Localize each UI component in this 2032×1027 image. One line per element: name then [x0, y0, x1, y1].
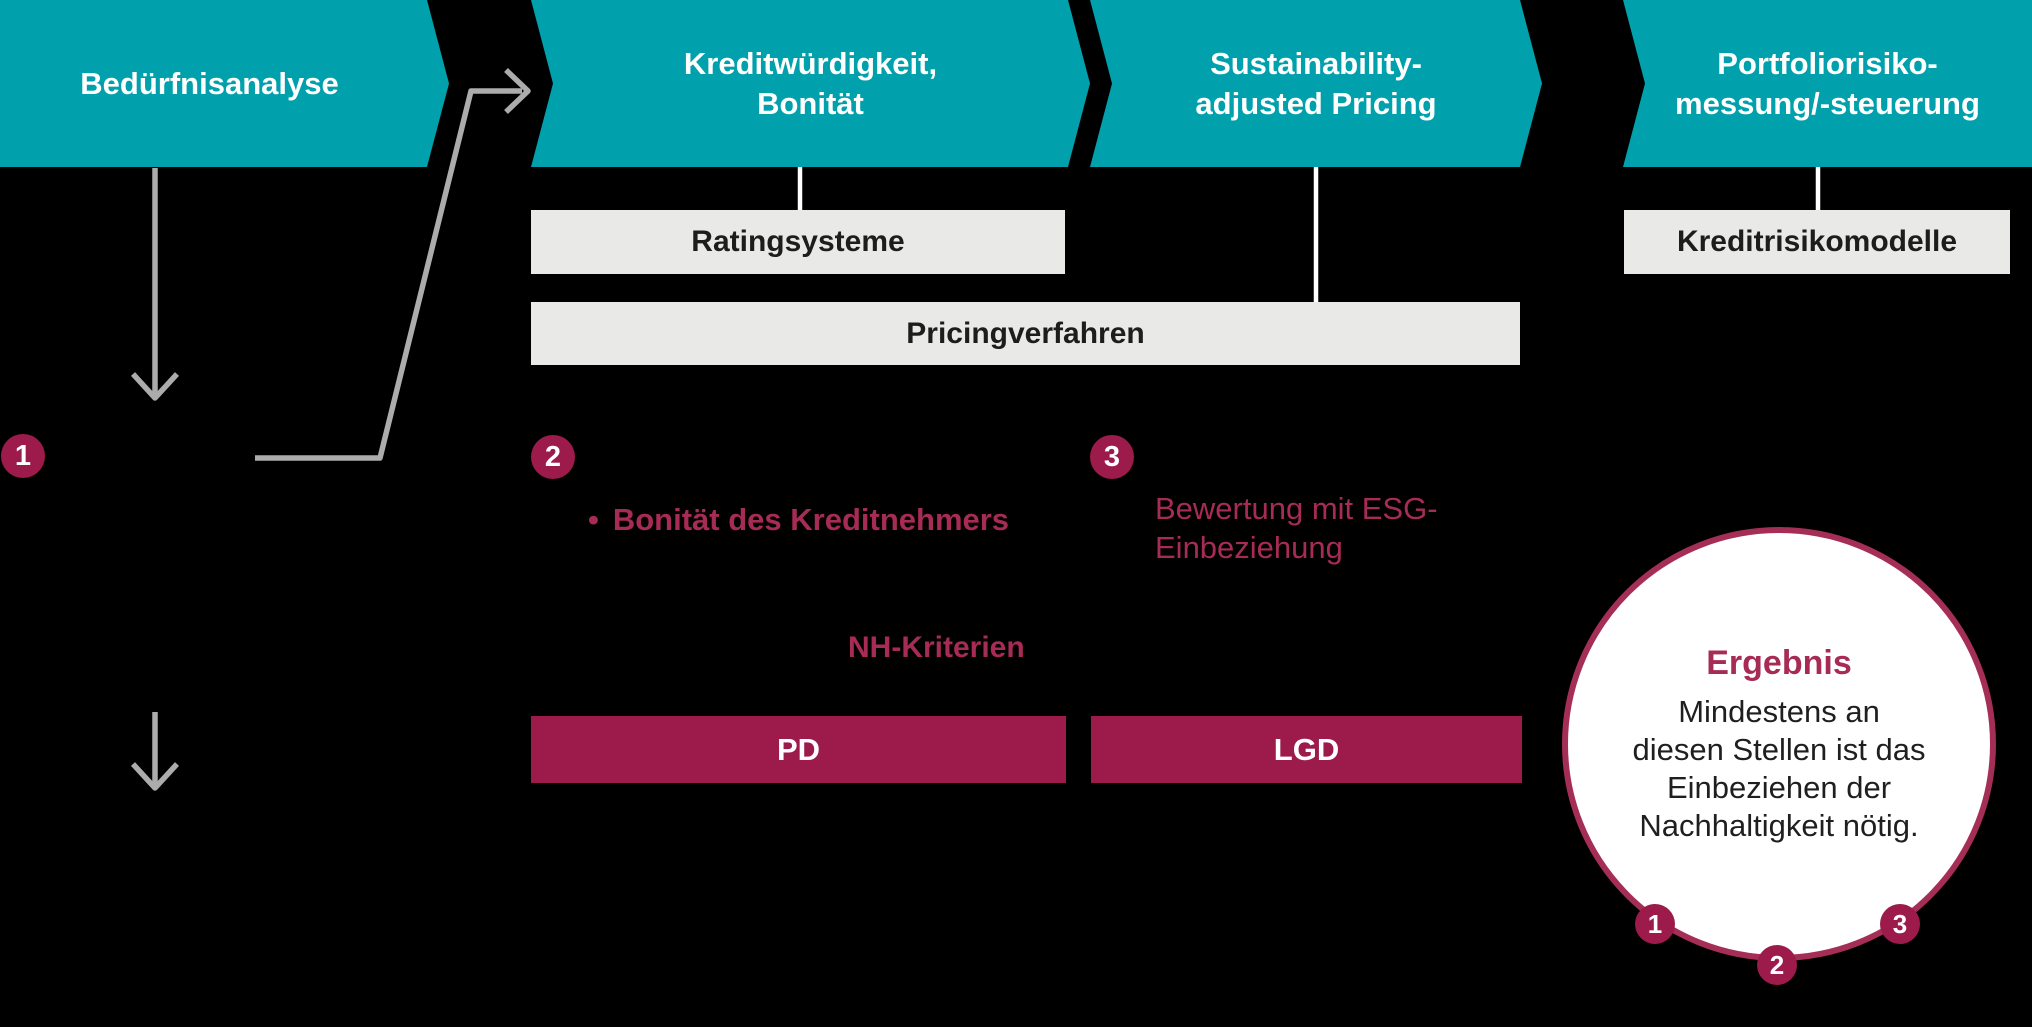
marker-number: 2	[544, 440, 562, 473]
box-label: Pricingverfahren	[906, 316, 1145, 350]
chevron-label: messung/-steuerung	[1675, 85, 1980, 121]
chevron-kreditwuerdigkeit: Kreditwürdigkeit, Bonität	[531, 0, 1090, 167]
chevron-beduerfnisanalyse: Bedürfnisanalyse	[0, 0, 449, 167]
marker-1-circle: 1	[1, 434, 45, 478]
badge-number: 2	[1769, 949, 1785, 980]
marker-2-circle: 2	[531, 435, 575, 479]
box-kreditrisikomodelle: Kreditrisikomodelle	[1624, 210, 2010, 274]
marker-number: 1	[14, 439, 32, 472]
ergebnis-badge-2: 2	[1757, 945, 1797, 985]
chevron-label: Bonität	[757, 85, 864, 121]
note-text-line: Einbeziehung	[1155, 530, 1343, 565]
ergebnis-text-line: Mindestens an	[1678, 693, 1880, 729]
badge-number: 3	[1892, 908, 1908, 939]
elbow-arrow-shaft	[255, 88, 522, 461]
chevron-label: Bedürfnisanalyse	[80, 65, 339, 101]
down-arrow-top-head	[130, 372, 180, 401]
note-text: NH-Kriterien	[848, 631, 1025, 664]
ergebnis-badge-1: 1	[1635, 904, 1675, 944]
bullet-icon: •	[588, 502, 599, 537]
badge-number: 1	[1647, 908, 1663, 939]
ergebnis-text-line: diesen Stellen ist das	[1632, 731, 1926, 767]
ergebnis-title: Ergebnis	[1706, 643, 1852, 682]
ergebnis-badge-3: 3	[1880, 904, 1920, 944]
box-label: Ratingsysteme	[691, 225, 905, 258]
chevron-label: Sustainability-	[1210, 45, 1422, 81]
down-arrow-bottom-head	[130, 762, 180, 791]
ergebnis-circle: Ergebnis Mindestens an diesen Stellen is…	[1562, 527, 1996, 961]
box-label: PD	[776, 731, 821, 767]
ergebnis-text-line: Nachhaltigkeit nötig.	[1639, 807, 1919, 843]
box-ratingsysteme: Ratingsysteme	[531, 210, 1065, 274]
box-label: LGD	[1273, 731, 1340, 767]
box-lgd: LGD	[1091, 716, 1522, 783]
note-esg-bewertung: Bewertung mit ESG- Einbeziehung	[1155, 489, 1438, 567]
box-pricingverfahren: Pricingverfahren	[531, 302, 1520, 365]
ergebnis-text-line: Einbeziehen der	[1666, 769, 1892, 805]
chevron-label: Kreditwürdigkeit,	[683, 45, 938, 81]
elbow-arrow-head	[504, 68, 531, 114]
chevron-sustainability-pricing: Sustainability- adjusted Pricing	[1090, 0, 1542, 167]
note-text: Bonität des Kreditnehmers	[612, 502, 1010, 537]
chevron-portfoliorisiko: Portfoliorisiko- messung/-steuerung	[1623, 0, 2032, 167]
marker-number: 3	[1103, 440, 1121, 473]
chevron-label: Portfoliorisiko-	[1717, 45, 1938, 81]
note-bonitaet-des-kreditnehmers: • Bonität des Kreditnehmers	[588, 500, 1009, 539]
box-pd: PD	[531, 716, 1066, 783]
note-nh-kriterien: NH-Kriterien	[848, 628, 1025, 667]
note-text-line: Bewertung mit ESG-	[1155, 491, 1438, 526]
chevron-label: adjusted Pricing	[1195, 85, 1437, 121]
box-label: Kreditrisikomodelle	[1676, 225, 1958, 258]
marker-3-circle: 3	[1090, 435, 1134, 479]
